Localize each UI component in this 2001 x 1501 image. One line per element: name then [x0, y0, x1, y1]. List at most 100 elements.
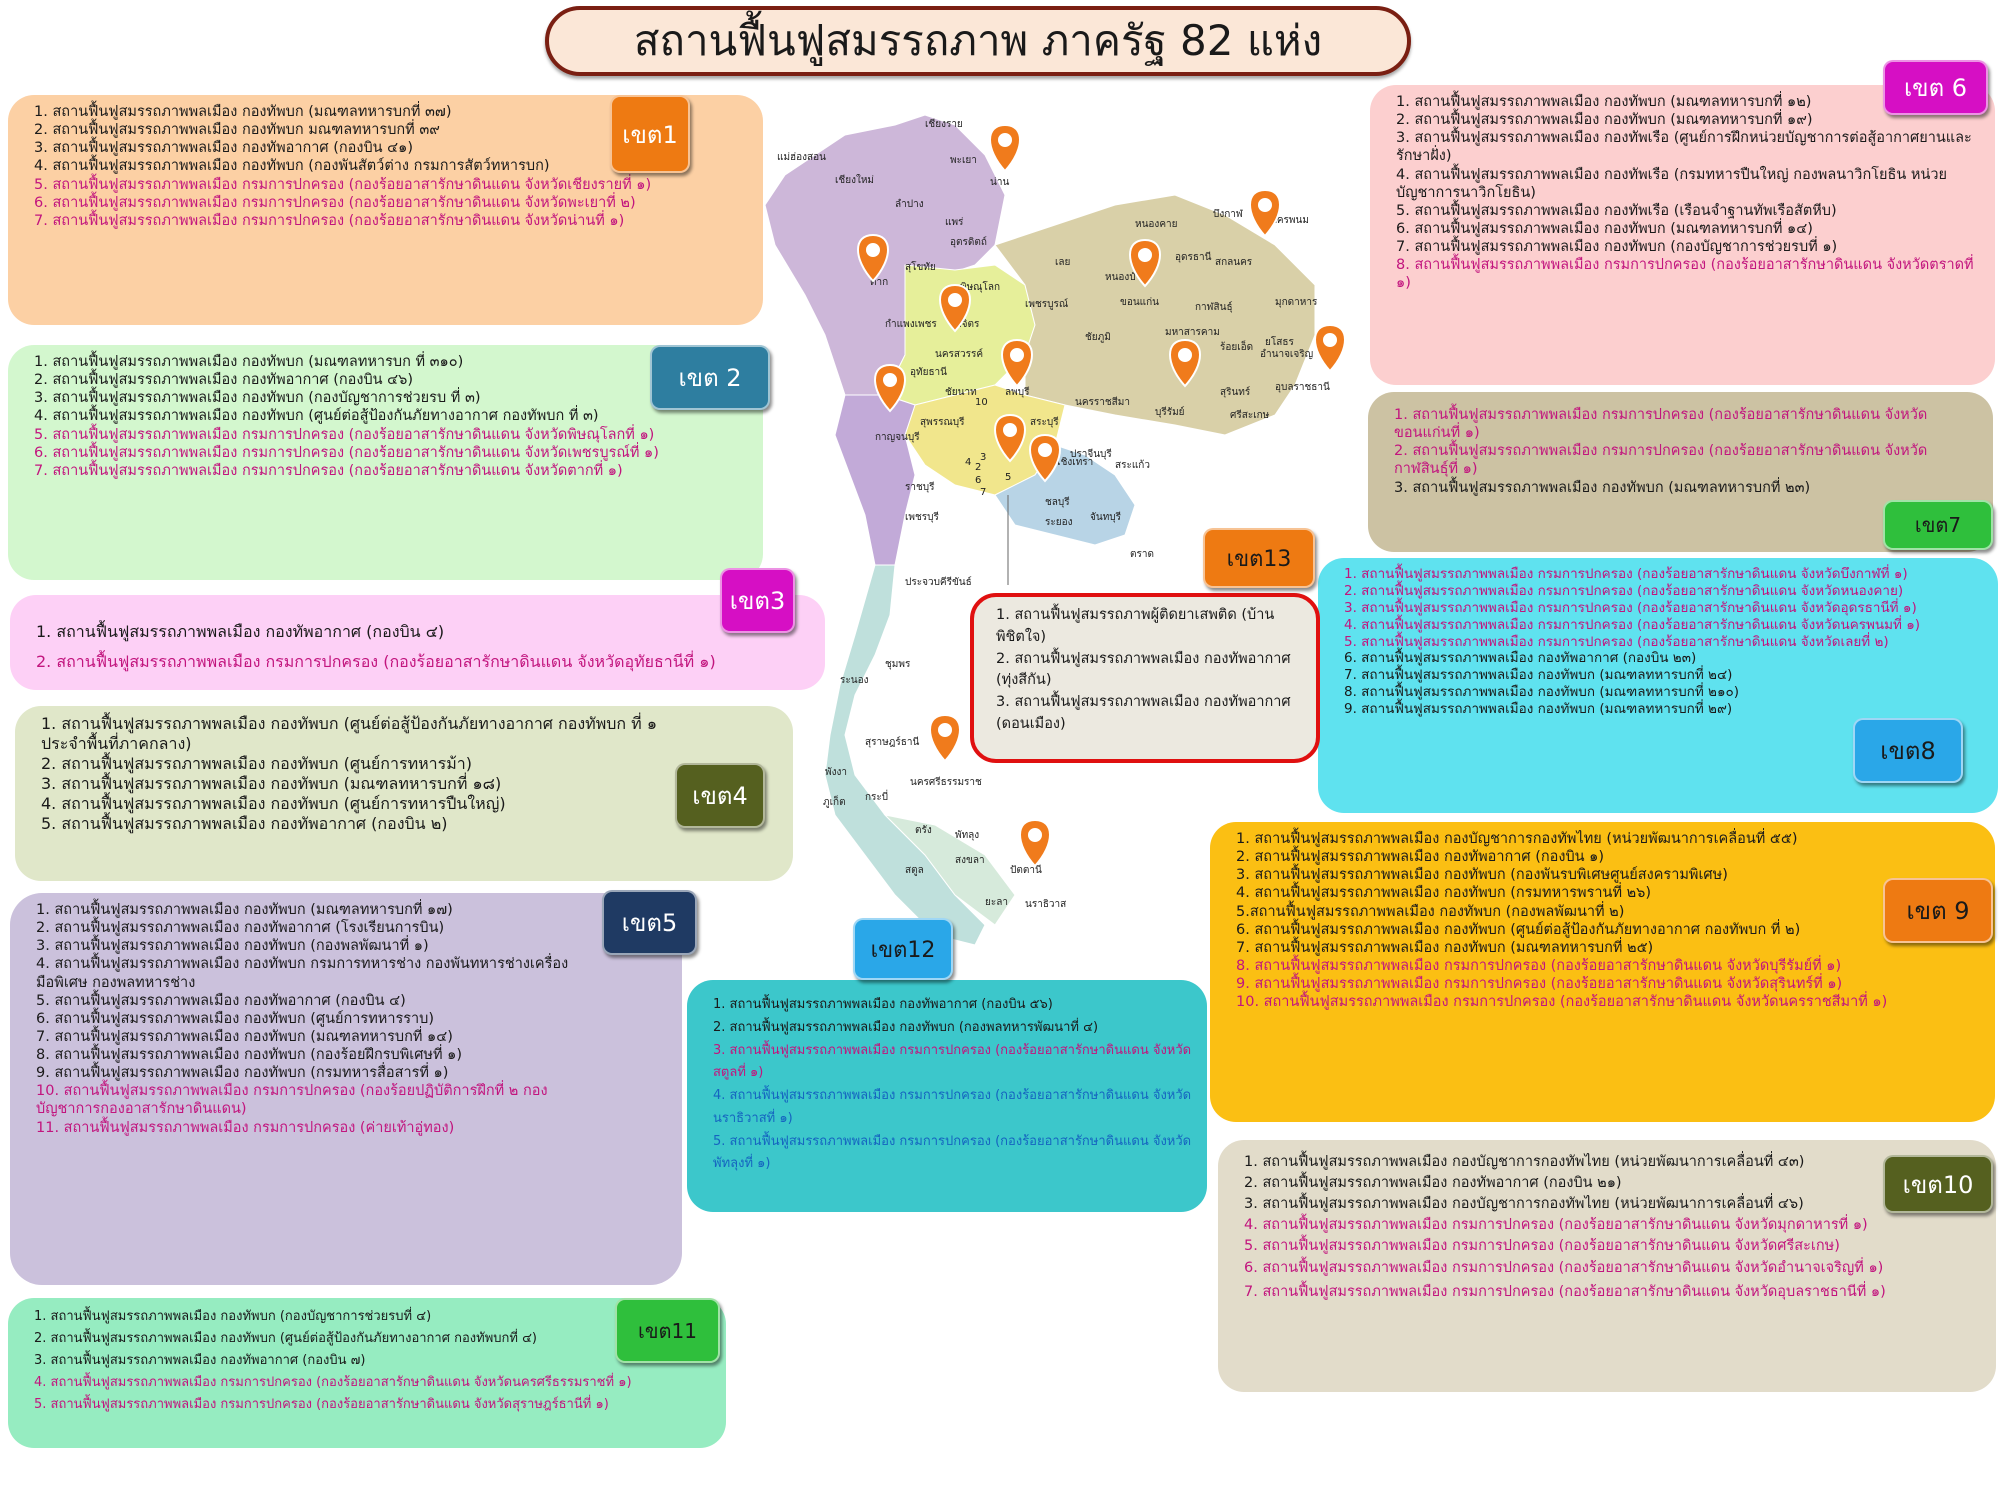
list-item: 1. สถานฟื้นฟูสมรรถภาพพลเมือง กองทัพอากาศ…	[36, 622, 445, 641]
list-item: 4. สถานฟื้นฟูสมรรถภาพพลเมือง กรมการปกครอ…	[34, 1375, 632, 1391]
zone-2-box: 1. สถานฟื้นฟูสมรรถภาพพลเมือง กองทัพบก (ม…	[8, 345, 763, 580]
list-item: 2. สถานฟื้นฟูสมรรถภาพพลเมือง กองทัพอากาศ…	[1236, 849, 1605, 866]
zone-2-badge: เขต 2	[650, 345, 770, 410]
zone-3-box: 1. สถานฟื้นฟูสมรรถภาพพลเมือง กองทัพอากาศ…	[10, 595, 825, 690]
map-label: ปราจีนบุรี	[1070, 448, 1112, 460]
map-label: สุราษฎร์ธานี	[865, 736, 919, 748]
map-label: มหาสารคาม	[1165, 327, 1220, 338]
map-label: 10	[975, 397, 988, 408]
map-label: บึงกาฬ	[1213, 208, 1244, 220]
zone-11-box: 1. สถานฟื้นฟูสมรรถภาพพลเมือง กองทัพบก (ก…	[8, 1298, 726, 1448]
map-label: แพร่	[945, 217, 964, 228]
zone-7-box: 1. สถานฟื้นฟูสมรรถภาพพลเมือง กรมการปกครอ…	[1368, 392, 1993, 552]
zone-13-box: 1. สถานฟื้นฟูสมรรถภาพผู้ติดยาเสพติด (บ้า…	[970, 593, 1320, 763]
map-region-west	[834, 394, 916, 566]
list-item: 1. สถานฟื้นฟูสมรรถภาพพลเมือง กองบัญชาการ…	[1236, 831, 1798, 847]
list-item: 4. สถานฟื้นฟูสมรรถภาพพลเมือง กองทัพบก (ศ…	[41, 794, 506, 813]
pin-icon	[994, 413, 1026, 463]
map-label: ขอนแก่น	[1120, 297, 1159, 308]
list-item: 4. สถานฟื้นฟูสมรรถภาพพลเมือง กองทัพเรือ …	[1396, 166, 1947, 201]
zone-11-list: 1. สถานฟื้นฟูสมรรถภาพพลเมือง กองทัพบก (ก…	[34, 1306, 714, 1416]
map-label: ชัยนาท	[945, 387, 977, 398]
map-label: 2	[975, 462, 981, 473]
list-item: 1. สถานฟื้นฟูสมรรถภาพพลเมือง กองทัพบก (ม…	[36, 902, 453, 918]
map-label: 6	[975, 475, 981, 486]
map-label: 3	[980, 452, 986, 463]
map-label: ลพบุรี	[1005, 386, 1030, 398]
list-item: 4. สถานฟื้นฟูสมรรถภาพพลเมือง กองทัพบก (ศ…	[34, 408, 599, 425]
zone-12-box: 1. สถานฟื้นฟูสมรรถภาพพลเมือง กองทัพอากาศ…	[687, 980, 1207, 1212]
list-item: 3. สถานฟื้นฟูสมรรถภาพพลเมือง กองทัพอากาศ…	[996, 694, 1291, 732]
list-item: 5. สถานฟื้นฟูสมรรถภาพพลเมือง กรมการปกครอ…	[713, 1133, 1192, 1172]
map-label: สุโขทัย	[905, 260, 936, 273]
zone-3-badge: เขต3	[720, 568, 795, 633]
list-item: 1. สถานฟื้นฟูสมรรถภาพพลเมือง กรมการปกครอ…	[1394, 407, 1928, 442]
zone-11-badge: เขต11	[615, 1298, 720, 1363]
list-item: 8. สถานฟื้นฟูสมรรถภาพพลเมือง กรมการปกครอ…	[1396, 257, 1974, 292]
list-item: 2. สถานฟื้นฟูสมรรถภาพพลเมือง กองทัพบก (ก…	[713, 1019, 1099, 1035]
list-item: 3. สถานฟื้นฟูสมรรถภาพพลเมือง กองทัพบก (ม…	[41, 774, 502, 793]
list-item: 2. สถานฟื้นฟูสมรรถภาพพลเมือง กองทัพบก (ศ…	[34, 1331, 538, 1347]
map-label: ยะลา	[985, 897, 1008, 908]
pin-icon	[939, 283, 971, 333]
map-label: บุรีรัมย์	[1155, 406, 1185, 418]
list-item: 4. สถานฟื้นฟูสมรรถภาพพลเมือง กรมการปกครอ…	[1244, 1217, 1868, 1234]
map-pins	[857, 123, 1346, 868]
list-item: 3. สถานฟื้นฟูสมรรถภาพพลเมือง กองทัพอากาศ…	[34, 140, 414, 157]
map-label: อำนาจเจริญ	[1260, 349, 1313, 360]
map-label: นครศรีธรรมราช	[910, 776, 982, 788]
map-region-south	[824, 564, 986, 946]
map-label: อุบลราชธานี	[1275, 381, 1330, 393]
zone-12-list: 1. สถานฟื้นฟูสมรรถภาพพลเมือง กองทัพอากาศ…	[713, 994, 1195, 1176]
pin-icon	[989, 123, 1021, 173]
list-item: 3. สถานฟื้นฟูสมรรถภาพพลเมือง กองทัพอากาศ…	[34, 1353, 366, 1369]
list-item: 1. สถานฟื้นฟูสมรรถภาพพลเมือง กรมการปกครอ…	[1344, 566, 1908, 582]
map-label: ชุมพร	[885, 659, 911, 670]
map-label: จันทบุรี	[1090, 511, 1122, 523]
zone-8-list: 1. สถานฟื้นฟูสมรรถภาพพลเมือง กรมการปกครอ…	[1344, 566, 1986, 718]
pin-icon	[1249, 188, 1281, 238]
list-item: 2. สถานฟื้นฟูสมรรถภาพพลเมือง กองทัพบก มณ…	[34, 122, 440, 139]
list-item: 1. สถานฟื้นฟูสมรรถภาพพลเมือง กองทัพอากาศ…	[713, 997, 1053, 1012]
list-item: 5.สถานฟื้นฟูสมรรถภาพพลเมือง กองทัพบก (กอ…	[1236, 903, 1625, 920]
list-item: 3. สถานฟื้นฟูสมรรถภาพพลเมือง กรมการปกครอ…	[1344, 599, 1917, 616]
list-item: 9. สถานฟื้นฟูสมรรถภาพพลเมือง กรมการปกครอ…	[1236, 976, 1843, 992]
map-label: ฉะเชิงเทรา	[1045, 457, 1093, 468]
map-label: เพชรบูรณ์	[1025, 298, 1068, 310]
zone-6-list: 1. สถานฟื้นฟูสมรรถภาพพลเมือง กองทัพบก (ม…	[1396, 93, 1983, 292]
list-item: 3. สถานฟื้นฟูสมรรถภาพพลเมือง กรมการปกครอ…	[713, 1042, 1192, 1081]
list-item: 2. สถานฟื้นฟูสมรรถภาพพลเมือง กรมการปกครอ…	[1394, 443, 1928, 478]
zone-1-list: 1. สถานฟื้นฟูสมรรถภาพพลเมือง กองทัพบก (ม…	[34, 103, 751, 230]
map-label: อุตรดิตถ์	[950, 236, 987, 248]
zone-6-badge: เขต 6	[1883, 60, 1988, 115]
zone-5-box: 1. สถานฟื้นฟูสมรรถภาพพลเมือง กองทัพบก (ม…	[10, 893, 682, 1285]
list-item: 2. สถานฟื้นฟูสมรรถภาพพลเมือง กรมการปกครอ…	[1344, 582, 1904, 599]
zone-9-box: 1. สถานฟื้นฟูสมรรถภาพพลเมือง กองบัญชาการ…	[1210, 822, 1995, 1122]
zone-10-list: 1. สถานฟื้นฟูสมรรถภาพพลเมือง กองบัญชาการ…	[1244, 1148, 1984, 1305]
list-item: 6. สถานฟื้นฟูสมรรถภาพพลเมือง กองทัพบก (ศ…	[36, 1010, 435, 1027]
list-item: 5. สถานฟื้นฟูสมรรถภาพพลเมือง กรมการปกครอ…	[1244, 1238, 1840, 1255]
list-item: 6. สถานฟื้นฟูสมรรถภาพพลเมือง กรมการปกครอ…	[34, 444, 659, 461]
list-item: 3. สถานฟื้นฟูสมรรถภาพพลเมือง กองทัพบก (ก…	[34, 390, 481, 407]
list-item: 7. สถานฟื้นฟูสมรรถภาพพลเมือง กรมการปกครอ…	[1244, 1284, 1886, 1300]
zone-5-badge: เขต5	[602, 890, 697, 955]
zone-13-badge: เขต13	[1203, 528, 1315, 588]
list-item: 7. สถานฟื้นฟูสมรรถภาพพลเมือง กรมการปกครอ…	[34, 462, 623, 479]
zone-10-badge: เขต10	[1883, 1155, 1993, 1213]
map-label: 4	[965, 457, 971, 468]
list-item: 6. สถานฟื้นฟูสมรรถภาพพลเมือง กองทัพอากาศ…	[1344, 650, 1697, 667]
list-item: 5. สถานฟื้นฟูสมรรถภาพพลเมือง กองทัพอากาศ…	[41, 814, 448, 833]
map-label: ระนอง	[840, 675, 869, 686]
zone-2-list: 1. สถานฟื้นฟูสมรรถภาพพลเมือง กองทัพบก (ม…	[34, 353, 751, 480]
list-item: 3. สถานฟื้นฟูสมรรถภาพพลเมือง กองทัพบก (ก…	[36, 938, 429, 955]
list-item: 1. สถานฟื้นฟูสมรรถภาพพลเมือง กองทัพบก (ม…	[1396, 94, 1812, 110]
list-item: 4. สถานฟื้นฟูสมรรถภาพพลเมือง กองทัพบก กร…	[36, 956, 569, 991]
map-label: ภูเก็ต	[823, 794, 846, 808]
map-province-labels: เชียงราย แม่ฮ่องสอน พะเยา เชียงใหม่ น่าน…	[777, 118, 1330, 910]
list-item: 8. สถานฟื้นฟูสมรรถภาพพลเมือง กองทัพบก (ม…	[1344, 684, 1740, 701]
map-label: แม่ฮ่องสอน	[777, 152, 826, 163]
list-item: 3. สถานฟื้นฟูสมรรถภาพพลเมือง กองทัพเรือ …	[1396, 130, 1972, 165]
list-item: 7. สถานฟื้นฟูสมรรถภาพพลเมือง กองทัพบก (ม…	[1236, 939, 1654, 956]
list-item: 2. สถานฟื้นฟูสมรรถภาพพลเมือง กองทัพอากาศ…	[34, 372, 414, 389]
zone-5-list: 1. สถานฟื้นฟูสมรรถภาพพลเมือง กองทัพบก (ม…	[36, 901, 670, 1137]
